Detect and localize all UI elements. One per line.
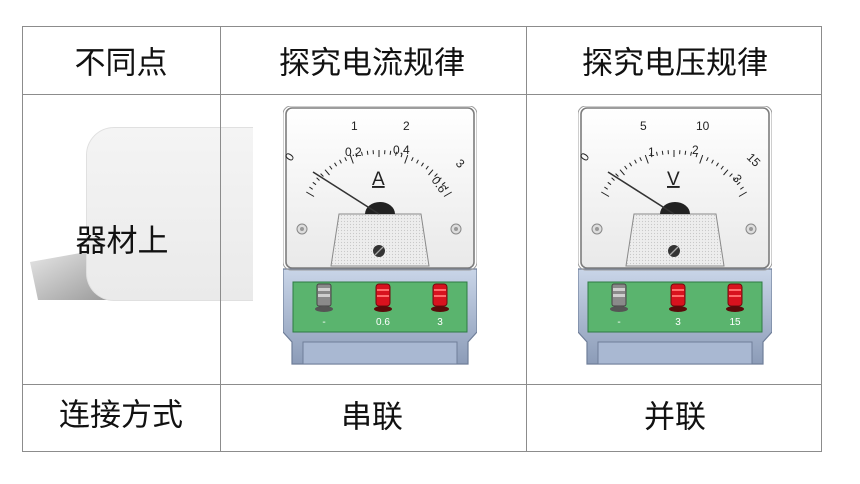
terminal-3[interactable] — [669, 283, 687, 312]
dial-tick — [601, 191, 610, 197]
dial-tick — [740, 186, 744, 190]
dial-tick — [316, 177, 320, 181]
row-label-connection: 连接方式 — [59, 397, 183, 434]
dial-tick — [604, 186, 608, 190]
dial-tick — [690, 151, 692, 156]
header-differences: 不同点 — [74, 45, 168, 82]
dial-tick — [661, 150, 664, 155]
dial-tick — [445, 186, 449, 190]
dial-tick — [428, 169, 434, 176]
dial-tick — [634, 159, 637, 164]
dial-tick — [684, 150, 687, 155]
dial-tick — [355, 153, 358, 158]
dial-tick — [309, 186, 313, 190]
dial-tick — [629, 162, 633, 167]
voltmeter-illustration: 5 10 15 1 2 3 0 V - 3 15 — [578, 106, 772, 365]
dial-tick — [438, 177, 442, 181]
meter-needle — [607, 171, 675, 215]
dial-tick — [416, 159, 419, 164]
scale-bottom-label: 0.4 — [393, 143, 410, 157]
dial-tick — [650, 153, 653, 158]
dial-tick — [334, 162, 338, 167]
dial-tick — [729, 173, 733, 177]
scale-bottom-label: 2 — [692, 143, 699, 157]
row-label-equipment: 器材上 — [75, 223, 169, 260]
dial-tick — [411, 157, 414, 162]
dial-tick — [711, 159, 714, 164]
scale-top-label: 10 — [696, 119, 710, 133]
dial-tick — [361, 151, 363, 156]
dial-tick — [306, 191, 315, 197]
dial-tick — [644, 154, 649, 164]
terminal-label: - — [322, 317, 325, 328]
terminal-3[interactable] — [431, 283, 449, 312]
scale-top-label: 5 — [640, 119, 647, 133]
terminal-label: 15 — [729, 317, 741, 328]
dial-tick — [723, 169, 729, 176]
dial-tick — [733, 177, 737, 181]
dial-tick — [366, 150, 369, 155]
dial-tick — [615, 173, 619, 177]
dial-tick — [389, 150, 392, 155]
dial-tick — [720, 165, 724, 170]
meter-unit-label: A — [372, 169, 385, 190]
connection-parallel: 并联 — [644, 399, 706, 436]
dial-tick — [320, 173, 324, 177]
dial-tick — [312, 181, 317, 186]
dial-tick — [639, 157, 642, 162]
dial-tick — [715, 162, 719, 167]
scale-top-label: 2 — [403, 119, 410, 133]
header-current-experiment: 探究电流规律 — [279, 45, 465, 82]
terminal-negative[interactable] — [315, 283, 333, 312]
dial-tick — [736, 181, 741, 186]
dial-tick — [329, 165, 333, 170]
dial-tick — [404, 154, 409, 164]
dial-tick — [443, 191, 452, 197]
terminal-label: - — [617, 317, 620, 328]
dial-tick — [339, 159, 342, 164]
dial-tick — [324, 169, 330, 176]
dial-tick — [425, 165, 429, 170]
meter-unit-label: V — [667, 169, 680, 190]
dial-tick — [699, 154, 704, 164]
card-decoration — [86, 127, 253, 301]
terminal-label: 3 — [437, 317, 443, 328]
ammeter-illustration: 1 2 3 0.2 0.4 0.6 0 A - 0.6 3 — [283, 106, 477, 365]
terminal-15[interactable] — [726, 283, 744, 312]
dial-tick — [624, 165, 628, 170]
meter-needle — [312, 171, 380, 215]
comparison-table — [22, 26, 822, 452]
terminal-0-6[interactable] — [374, 283, 392, 312]
scale-top-label: 1 — [351, 119, 358, 133]
dial-tick — [349, 154, 354, 164]
dial-tick — [738, 191, 747, 197]
scale-bottom-label: 1 — [648, 145, 655, 159]
dial-tick — [400, 153, 403, 158]
dial-tick — [695, 153, 698, 158]
dial-tick — [611, 177, 615, 181]
dial-tick — [395, 151, 397, 156]
terminal-label: 0.6 — [376, 317, 390, 328]
scale-bottom-label: 0.2 — [345, 145, 362, 159]
header-voltage-experiment: 探究电压规律 — [582, 45, 768, 82]
dial-tick — [607, 181, 612, 186]
dial-tick — [420, 162, 424, 167]
dial-tick — [434, 173, 438, 177]
dial-tick — [619, 169, 625, 176]
connection-series: 串联 — [341, 399, 403, 436]
dial-tick — [656, 151, 658, 156]
dial-tick — [344, 157, 347, 162]
dial-tick — [706, 157, 709, 162]
terminal-label: 3 — [675, 317, 681, 328]
terminal-negative[interactable] — [610, 283, 628, 312]
dial-tick — [441, 181, 446, 186]
